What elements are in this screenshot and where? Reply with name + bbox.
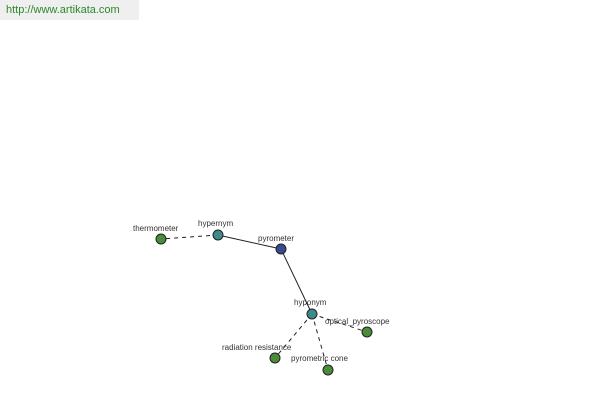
edge-hyponym-to-optical-pyroscope bbox=[311, 313, 368, 333]
node-pyrometric-cone[interactable]: pyrometric cone bbox=[291, 354, 348, 376]
edge-hyponym-to-radiation-resistance bbox=[274, 313, 313, 359]
node-hypernym[interactable]: hypernym bbox=[198, 219, 233, 241]
node-hypernym-dot[interactable] bbox=[212, 229, 224, 241]
node-pyrometer-label[interactable]: pyrometer bbox=[258, 234, 294, 243]
node-optical-pyroscope[interactable]: optical_pyroscope bbox=[325, 317, 390, 338]
node-pyrometric-cone-label[interactable]: pyrometric cone bbox=[291, 354, 348, 363]
node-pyrometer-dot[interactable] bbox=[275, 243, 287, 255]
graph-nodes: pyrometer hypernym hyponym thermometer optic… bbox=[133, 219, 390, 376]
node-radiation-resistance[interactable]: radiation resistance bbox=[222, 343, 292, 364]
node-hypernym-label[interactable]: hypernym bbox=[198, 219, 233, 228]
graph-edges bbox=[160, 234, 368, 371]
node-hyponym[interactable]: hyponym bbox=[294, 298, 327, 320]
node-thermometer-dot[interactable] bbox=[155, 233, 167, 245]
node-thermometer-label[interactable]: thermometer bbox=[133, 224, 179, 233]
node-hyponym-label[interactable]: hyponym bbox=[294, 298, 327, 307]
node-radiation-resistance-dot[interactable] bbox=[269, 352, 281, 364]
node-pyrometer[interactable]: pyrometer bbox=[258, 234, 294, 255]
source-url-link[interactable]: http://www.artikata.com bbox=[0, 0, 139, 20]
edge-pyrometer-to-hyponym bbox=[280, 248, 313, 315]
edge-hypernym-to-thermometer bbox=[160, 234, 219, 240]
node-thermometer[interactable]: thermometer bbox=[133, 224, 179, 245]
node-radiation-resistance-label[interactable]: radiation resistance bbox=[222, 343, 292, 352]
edge-hyponym-to-pyrometric-cone bbox=[311, 313, 329, 371]
node-hyponym-dot[interactable] bbox=[306, 308, 318, 320]
node-pyrometric-cone-dot[interactable] bbox=[322, 364, 334, 376]
node-optical-pyroscope-label[interactable]: optical_pyroscope bbox=[325, 317, 390, 326]
node-optical-pyroscope-dot[interactable] bbox=[361, 326, 373, 338]
edge-pyrometer-to-hypernym bbox=[217, 234, 282, 250]
